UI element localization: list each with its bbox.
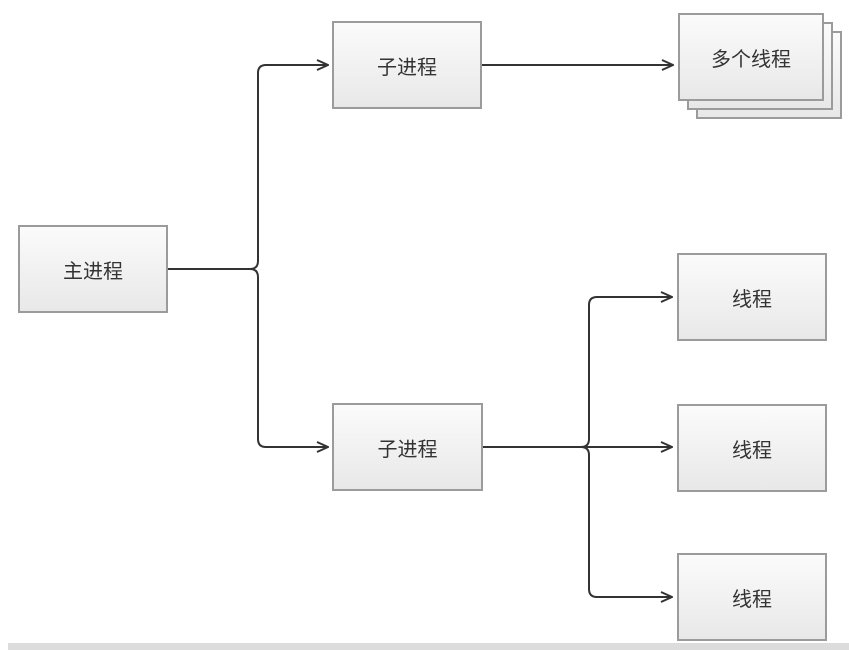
node-label: 主进程 [63,260,123,283]
node-thread-1: 线程 [677,253,827,341]
node-thread-2: 线程 [677,404,827,492]
edge-main-to-child-top [168,65,328,270]
node-label: 线程 [732,588,772,611]
node-label: 多个线程 [711,48,791,71]
node-label: 线程 [732,439,772,462]
edge-main-to-child-bottom [168,268,328,447]
node-label: 线程 [732,288,772,311]
node-multiple-threads: 多个线程 [678,13,824,101]
node-child-process-top: 子进程 [332,21,482,109]
horizontal-scrollbar[interactable] [8,643,849,650]
edge-childbottom-to-thread1 [483,297,672,448]
node-thread-3: 线程 [677,553,827,641]
node-label: 子进程 [377,438,438,461]
node-main-process: 主进程 [18,225,168,313]
node-label: 子进程 [377,56,437,79]
edge-childbottom-to-thread3 [483,446,672,597]
node-child-process-bottom: 子进程 [332,403,483,491]
